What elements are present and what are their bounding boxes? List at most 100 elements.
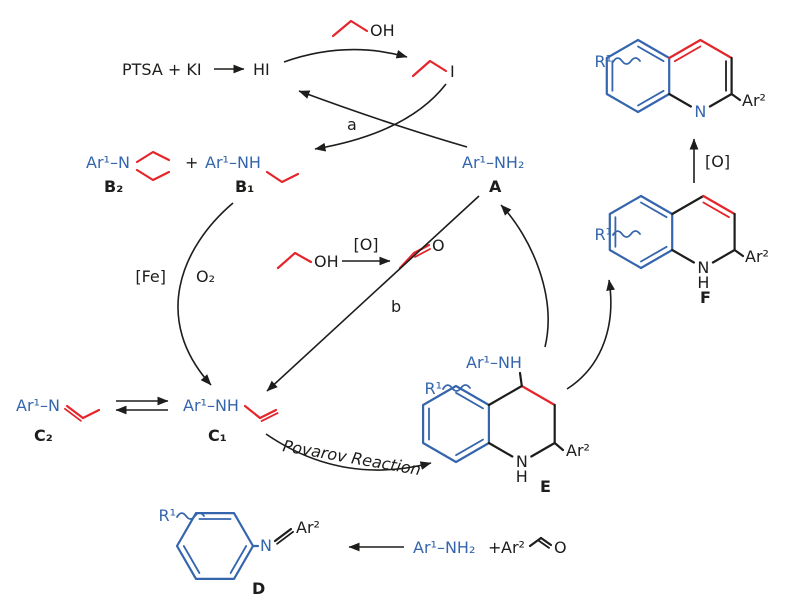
q-ar2-bond	[730, 92, 742, 102]
e-c2-n-bond	[530, 441, 556, 458]
arrow-amines-to-enamine	[177, 202, 234, 386]
e-benzo-double-1	[455, 391, 484, 410]
e-benzo-double-3	[455, 438, 484, 457]
ethanol-oh-label: OH	[370, 21, 395, 40]
compound-e: Ar¹–NH R¹ N H Ar² E	[422, 204, 615, 496]
condensation-ar2-label: Ar²	[501, 538, 525, 557]
aldehyde-cc-bond-2	[528, 536, 543, 548]
c2-formula: Ar¹–N	[16, 396, 60, 415]
alkylation-cycle: PTSA + KI HI OH I a	[122, 19, 468, 152]
povarov-step: Povarov Reaction	[265, 433, 432, 479]
arrow-e-to-f	[566, 279, 615, 390]
e-c4-c3-bond-red	[520, 384, 556, 407]
f-n-label: N	[697, 258, 709, 277]
q-c2-n-bond	[708, 92, 733, 108]
d-label: D	[252, 579, 265, 598]
b2-label: B₂	[104, 177, 123, 196]
f-r1-label: R¹	[594, 225, 612, 244]
e-n-label: N	[516, 452, 528, 471]
plus-sign: +	[185, 153, 198, 172]
q-r1-wavy-bond	[612, 57, 641, 65]
d-imine-double	[276, 530, 294, 545]
e-c8a-n-bond	[487, 441, 514, 458]
f-oxidant-label: [O]	[705, 152, 730, 171]
e-ar2-bond	[553, 441, 565, 452]
f-c4a-c4-bond	[671, 194, 705, 216]
f-c2-n-bond	[711, 248, 736, 264]
b1-label: B₁	[235, 177, 254, 196]
f-benzo-double-1	[640, 201, 668, 219]
q-red-bonds	[668, 38, 733, 60]
ethanol-skeleton-2	[276, 251, 313, 270]
d-r1-label: R¹	[158, 506, 176, 525]
q-benzo-double-3	[637, 89, 665, 107]
q-n-label: N	[694, 102, 706, 121]
c2-imine-double	[64, 407, 82, 422]
e-c4-nh-bond	[518, 371, 523, 388]
e-h-label: H	[516, 467, 528, 486]
e-ar2-label: Ar²	[566, 441, 590, 460]
d-ring	[175, 512, 255, 580]
acetaldehyde-co-double	[414, 248, 431, 258]
aniline-label: A	[489, 177, 502, 196]
arrow-hi-to-etl	[283, 48, 408, 63]
q-c4a-c4-double-red	[673, 45, 702, 63]
b2-formula: Ar¹–N	[86, 153, 130, 172]
c2-label: C₂	[34, 426, 53, 445]
oxygen-label: O₂	[196, 267, 215, 286]
arrow-aniline-to-hi	[298, 90, 468, 148]
e-c4a-c4-bond	[487, 384, 523, 407]
c1-formula: Ar¹–NH	[183, 396, 239, 415]
c2-methyl-bond	[81, 408, 101, 420]
f-ar2-bond	[733, 248, 745, 258]
b1-ethyl	[265, 170, 300, 184]
f-label: F	[700, 288, 711, 307]
aldehyde-co-bond-2	[539, 536, 553, 547]
b2-ethyl-lower	[135, 168, 171, 182]
c1-vinyl-bond	[258, 408, 278, 420]
arrow-povarov	[265, 433, 432, 471]
e-amine-label: Ar¹–NH	[466, 353, 522, 372]
amine-intermediates: Ar¹–N B₂ + Ar¹–NH B₁ Ar¹–NH₂ A	[86, 150, 524, 196]
q-c8a-n-bond	[668, 92, 692, 108]
condensation-o-label: O	[554, 538, 567, 557]
oxidant-label: [O]	[353, 235, 378, 254]
b1-formula: Ar¹–NH	[205, 153, 261, 172]
e-r1-label: R¹	[424, 379, 442, 398]
d-ring-double-2	[182, 545, 201, 574]
povarov-label: Povarov Reaction	[281, 436, 422, 479]
c1-label: C₁	[208, 426, 227, 445]
imine-condensation: Ar¹–NH₂ + Ar² O	[348, 536, 567, 557]
q-ar2-label: Ar²	[742, 91, 766, 110]
enamine-intermediates: Ar¹–N C₂ Ar¹–NH C₁	[16, 396, 279, 445]
q-benzo-ring	[605, 38, 671, 114]
f-ar2-label: Ar²	[745, 247, 769, 266]
aniline-formula: Ar¹–NH₂	[462, 153, 524, 172]
aldehyde-o-label: O	[432, 236, 445, 255]
q-r1-label: R¹	[594, 52, 612, 71]
ethanol-oh-label-2: OH	[314, 252, 339, 271]
c1-vinyl-double	[260, 412, 279, 422]
d-ar2-label: Ar²	[296, 518, 320, 537]
f-c4-c3-double-red	[702, 201, 730, 219]
d-imine-bond	[273, 527, 293, 543]
q-benzo-double-1	[637, 45, 665, 63]
e-r1-wavy-bond	[442, 384, 471, 392]
iron-oxidation: [Fe] O₂ OH [O] O b	[135, 195, 480, 392]
fe-catalyst-label: [Fe]	[135, 267, 166, 286]
condensation-amine-label: Ar¹–NH₂	[413, 538, 475, 557]
d-r1-wavy-bond	[176, 512, 205, 520]
d-n-label: N	[260, 536, 272, 555]
hi-label: HI	[253, 60, 270, 79]
cycle-a-label: a	[347, 115, 357, 134]
imine-d: R¹ N Ar² D	[158, 506, 319, 598]
compound-f: R¹ N H Ar² F [O]	[594, 138, 769, 307]
aldehyde-co-double-2	[538, 540, 550, 549]
arrow-aniline-to-enamine-b	[266, 195, 480, 392]
b2-ethyl-upper	[135, 150, 171, 164]
c2-imine-bond	[65, 404, 85, 420]
d-ring-double-3	[229, 545, 248, 574]
f-c8a-n-bond	[671, 248, 695, 264]
